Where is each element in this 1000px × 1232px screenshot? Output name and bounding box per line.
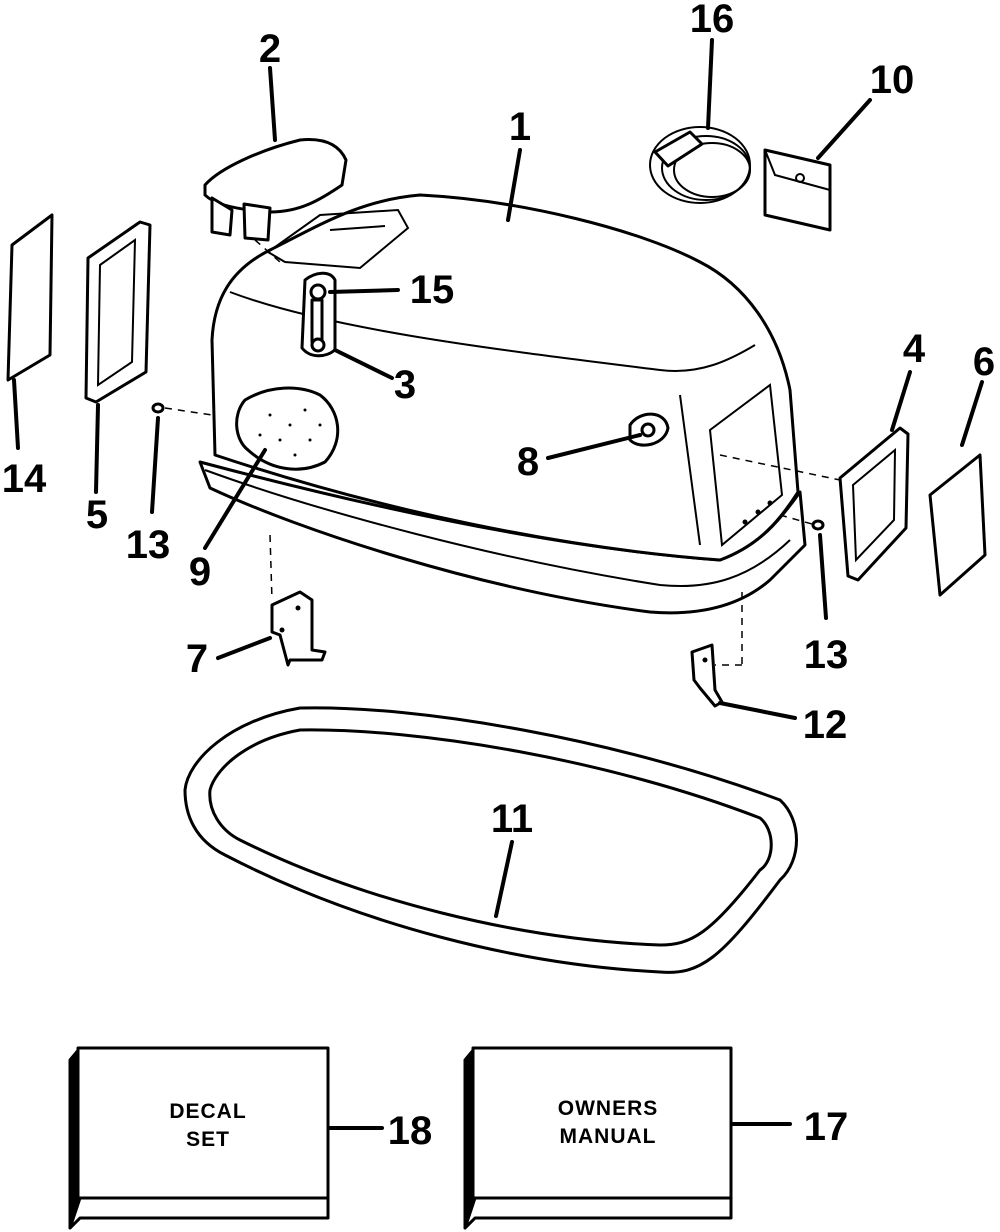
hood-cap (203, 138, 348, 263)
left-lens (6, 213, 54, 382)
leader-lines (12, 38, 984, 1130)
right-screw (779, 514, 825, 531)
decal-set-box: DECAL SET (68, 1046, 330, 1230)
callout-11: 11 (491, 797, 533, 841)
callout-15: 15 (410, 268, 455, 312)
callout-9: 9 (189, 550, 211, 594)
left-screw (151, 402, 213, 416)
callout-10: 10 (870, 58, 915, 102)
lanyard-cable (649, 126, 751, 204)
foam-pad (235, 386, 340, 471)
callout-1: 1 (509, 105, 531, 149)
fastener-assembly (300, 271, 337, 358)
decal-box-line1: DECAL (169, 1100, 246, 1123)
callout-5: 5 (86, 493, 108, 537)
parts-pouch (763, 148, 832, 232)
callout-labels: 1 2 3 4 5 6 7 8 9 10 11 12 13 13 14 15 1… (2, 0, 995, 1153)
owners-manual-box: OWNERS MANUAL (463, 1046, 733, 1230)
callout-7: 7 (186, 637, 208, 681)
left-frame (84, 220, 152, 404)
callout-3: 3 (394, 363, 416, 407)
callout-13-right: 13 (804, 633, 849, 677)
callout-14: 14 (2, 457, 47, 501)
decal-box-line2: SET (186, 1128, 230, 1151)
callout-2: 2 (259, 27, 281, 71)
callout-13-left: 13 (126, 523, 171, 567)
callout-4: 4 (903, 327, 926, 371)
left-bracket (269, 534, 327, 667)
callout-17: 17 (804, 1105, 849, 1149)
callout-6: 6 (973, 340, 995, 384)
callout-16: 16 (690, 0, 735, 41)
grommet (628, 412, 670, 447)
right-frame (719, 426, 910, 582)
callout-18: 18 (388, 1109, 433, 1153)
right-lens (928, 453, 987, 597)
manual-box-line1: OWNERS (558, 1097, 659, 1120)
seal-ring (183, 706, 798, 974)
manual-box-line2: MANUAL (560, 1125, 657, 1148)
callout-12: 12 (803, 703, 848, 747)
callout-8: 8 (517, 440, 539, 484)
